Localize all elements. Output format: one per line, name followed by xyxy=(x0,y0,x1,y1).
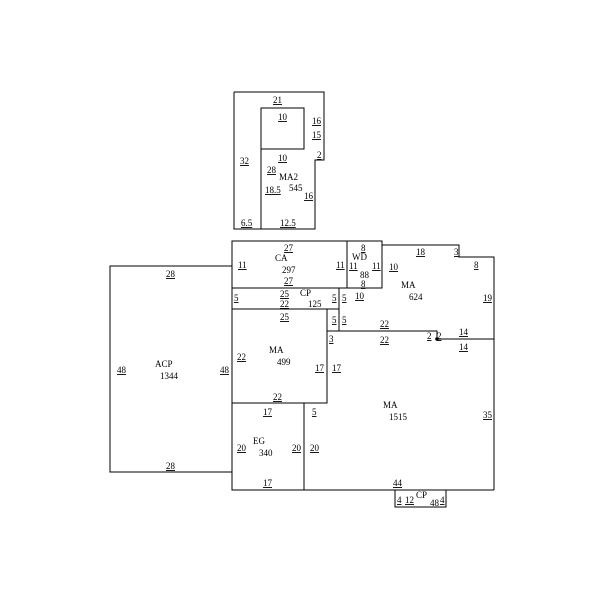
dim: 12.5 xyxy=(280,218,296,228)
dim: 11 xyxy=(349,261,358,271)
dim: 2 xyxy=(427,331,432,341)
dim: 21 xyxy=(273,95,282,105)
area-sqft: 1515 xyxy=(389,412,408,422)
dim: 8 xyxy=(474,260,479,270)
area-code: MA xyxy=(383,400,398,410)
dim: 8 xyxy=(361,279,366,289)
dim: 18 xyxy=(416,247,426,257)
area-code: WD xyxy=(352,252,367,262)
dim: 16 xyxy=(304,191,314,201)
dim: 28 xyxy=(267,165,277,175)
area-code: CP xyxy=(416,490,427,500)
dim: 11 xyxy=(336,260,345,270)
dim: 17 xyxy=(332,363,342,373)
dim: 10 xyxy=(278,153,288,163)
dim: 32 xyxy=(240,156,249,166)
dim: 48 xyxy=(117,365,127,375)
dim: 28 xyxy=(166,461,176,471)
area-sqft: 1344 xyxy=(160,371,179,381)
vertex-dot xyxy=(435,337,439,341)
dim: 17 xyxy=(263,478,273,488)
dim: 10 xyxy=(389,262,399,272)
dim: 20 xyxy=(237,443,247,453)
dim: 25 xyxy=(280,312,290,322)
dim: 28 xyxy=(166,269,176,279)
dim: 27 xyxy=(284,276,294,286)
dim: 11 xyxy=(372,261,381,271)
area-code: ACP xyxy=(155,359,173,369)
dim: 27 xyxy=(284,243,294,253)
dim: 25 xyxy=(280,289,290,299)
area-code: MA xyxy=(401,280,416,290)
dim: 22 xyxy=(380,335,389,345)
area-sqft: 48 xyxy=(430,498,440,508)
dim: 20 xyxy=(292,443,302,453)
dim: 12 xyxy=(405,495,414,505)
dim: 3 xyxy=(454,247,459,257)
dim: 22 xyxy=(273,392,282,402)
area-code: CA xyxy=(275,253,288,263)
dim: 16 xyxy=(312,116,322,126)
dim: 44 xyxy=(393,478,403,488)
dim: 22 xyxy=(380,319,389,329)
dim: 5 xyxy=(234,293,239,303)
dim: 11 xyxy=(238,260,247,270)
dim: 5 xyxy=(342,293,347,303)
area-code: MA xyxy=(269,345,284,355)
dim: 2 xyxy=(317,150,322,160)
area-sqft: 499 xyxy=(277,357,291,367)
area-sqft: 297 xyxy=(282,265,296,275)
area-code: MA2 xyxy=(279,172,298,182)
dim: 5 xyxy=(332,315,337,325)
dim: 20 xyxy=(310,443,320,453)
dim: 3 xyxy=(329,334,334,344)
dim: 14 xyxy=(459,327,469,337)
dim: 15 xyxy=(312,130,322,140)
eg-outline xyxy=(231,402,305,491)
dim: 4 xyxy=(440,495,445,505)
dim: 10 xyxy=(355,291,365,301)
dim: 22 xyxy=(237,352,246,362)
cp48-outline xyxy=(394,489,447,508)
dim: 6.5 xyxy=(241,218,253,228)
dim: 17 xyxy=(263,407,273,417)
dim: 18.5 xyxy=(265,185,281,195)
ma2-inner-rect xyxy=(260,107,305,150)
dim: 8 xyxy=(361,243,366,253)
dim: 5 xyxy=(332,293,337,303)
wd-outline xyxy=(346,240,383,289)
area-sqft: 624 xyxy=(409,292,423,302)
dim: 5 xyxy=(342,315,347,325)
area-sqft: 125 xyxy=(308,299,322,309)
dim: 19 xyxy=(483,293,493,303)
ma2-outline xyxy=(233,91,325,230)
dim: 14 xyxy=(459,342,469,352)
dim: 17 xyxy=(315,363,325,373)
dim: 35 xyxy=(483,410,493,420)
dim: 2 xyxy=(437,331,442,341)
dim: 48 xyxy=(220,365,230,375)
dim: 22 xyxy=(280,299,289,309)
ma1515-top xyxy=(327,330,438,339)
area-sqft: 340 xyxy=(259,448,273,458)
dim: 5 xyxy=(312,407,317,417)
ma624-outline xyxy=(382,244,495,490)
area-sqft: 545 xyxy=(289,183,303,193)
acp-outline xyxy=(109,265,233,473)
area-code: EG xyxy=(253,436,265,446)
area-sqft: 88 xyxy=(360,270,370,280)
area-code: CP xyxy=(300,288,311,298)
ma499-outline xyxy=(231,308,328,404)
dim: 10 xyxy=(278,112,288,122)
dim: 4 xyxy=(397,495,402,505)
